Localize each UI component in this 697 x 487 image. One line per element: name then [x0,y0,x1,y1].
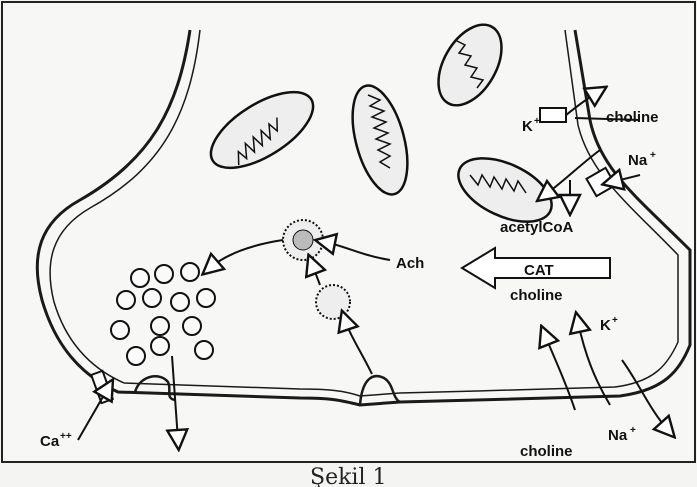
calcium-label-charge: ++ [60,431,72,442]
k-label-right: K [600,317,611,334]
na-label-bottom: Na [608,427,628,444]
figure-caption: Şekil 1 [310,465,386,487]
choline-label-bottom: choline [520,443,573,460]
choline-label-mid: choline [510,287,563,304]
choline-label-top: choline [606,109,659,126]
na-label-top-charge: + [650,150,656,161]
k-label-top-charge: + [534,116,540,127]
acetylcoa-label: acetylCoA [500,219,574,236]
calcium-label: Ca [40,433,60,450]
na-k-pump [540,108,566,122]
k-label-right-charge: + [612,315,618,326]
na-label-top: Na [628,152,648,169]
k-label-top: K [522,118,533,135]
cat-label: CAT [524,262,554,279]
ach-label: Ach [396,255,424,272]
na-label-bottom-charge: + [630,425,636,436]
ach-vesicle-filling [283,220,323,260]
ach-vesicle-recycling [316,285,350,319]
